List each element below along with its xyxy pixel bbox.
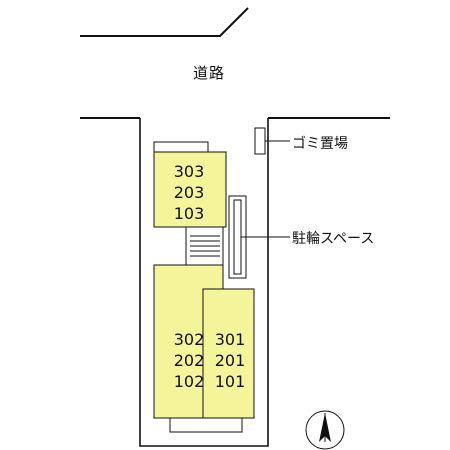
unit-number: 302: [173, 330, 205, 349]
unit-number: 102: [173, 372, 205, 391]
unit-block-c: [202, 288, 255, 419]
trash-area: [254, 127, 266, 155]
unit-stack-a: 303 203 103: [166, 161, 212, 224]
balcony-top: [153, 141, 209, 153]
site-boundary: [139, 118, 269, 447]
bicycle-area-inner: [233, 199, 242, 275]
bicycle-area-label: 駐輪スペース: [292, 231, 375, 247]
unit-number: 103: [173, 204, 205, 223]
unit-number: 301: [214, 330, 246, 349]
north-arrow-icon: [305, 410, 345, 450]
road-label: 道路: [193, 64, 226, 82]
road-top-edge: [80, 7, 249, 37]
road-edges: [80, 7, 390, 119]
balcony-bottom: [169, 417, 243, 433]
unit-number: 303: [173, 162, 205, 181]
unit-number: 202: [173, 351, 205, 370]
unit-number: 101: [214, 372, 246, 391]
trash-area-label: ゴミ置場: [292, 136, 348, 152]
unit-stack-b: 302 202 102: [166, 329, 212, 392]
staircase: [185, 226, 224, 266]
unit-stack-c: 301 201 101: [207, 329, 253, 392]
unit-number: 201: [214, 351, 246, 370]
unit-block-a: [153, 151, 227, 228]
unit-number: 203: [173, 183, 205, 202]
